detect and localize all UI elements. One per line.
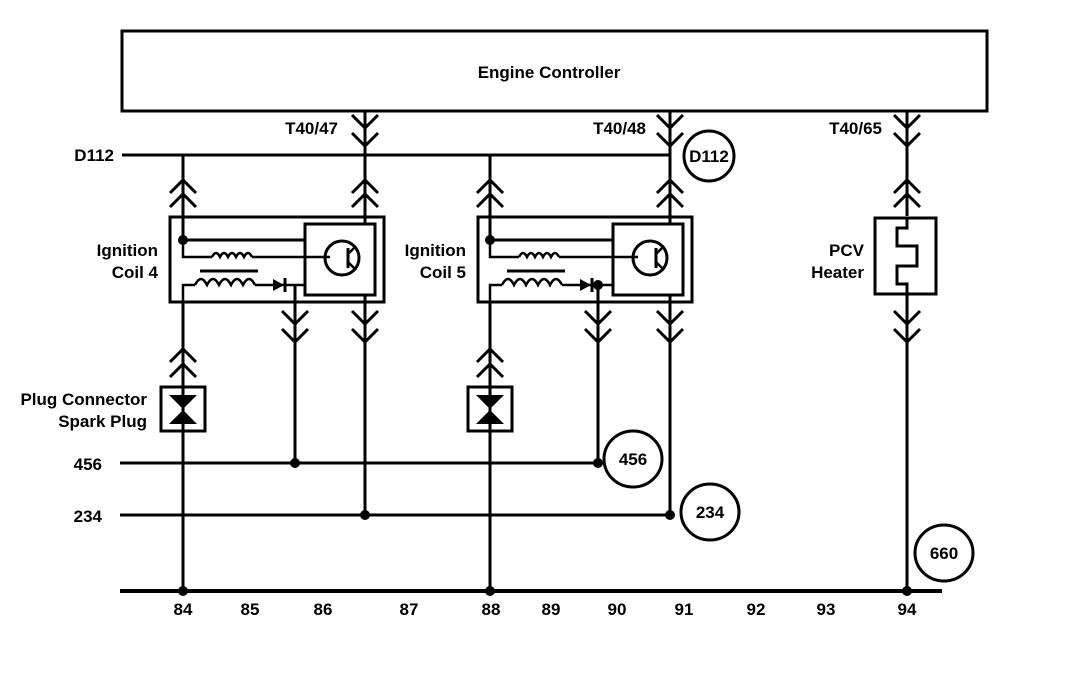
grid-number: 90 [608, 600, 627, 619]
coil4-label-line2: Coil 4 [112, 263, 159, 282]
pcv-heater [873, 216, 938, 296]
connector-t40-48-label: T40/48 [593, 119, 646, 138]
grid-number: 89 [542, 600, 561, 619]
pcv-ground-connector [892, 294, 922, 591]
pcv-label-line1: PCV [829, 241, 865, 260]
coil5-456-connector [583, 302, 613, 463]
coil5-plug-connector [466, 302, 514, 591]
svg-text:D112: D112 [689, 147, 729, 166]
connector-t40-47 [350, 111, 380, 216]
bus-d112-label: D112 [74, 146, 114, 165]
grid-number: 85 [241, 600, 260, 619]
junction-dots [178, 458, 912, 596]
connector-t40-65-label: T40/65 [829, 119, 882, 138]
svg-text:234: 234 [696, 503, 725, 522]
grid-number: 84 [174, 600, 193, 619]
grid-number: 86 [314, 600, 333, 619]
connector-t40-48 [655, 111, 685, 216]
coil4-d112-feed [168, 155, 198, 240]
coil4-234-connector [350, 302, 380, 515]
engine-controller: Engine Controller [120, 29, 989, 113]
grid-number: 91 [675, 600, 694, 619]
coil5-label-line1: Ignition [405, 241, 466, 260]
plug-label-line2: Spark Plug [58, 412, 147, 431]
coil4-plug-connector [159, 302, 207, 591]
bus-456-label: 456 [74, 455, 102, 474]
grid-number: 92 [747, 600, 766, 619]
svg-text:456: 456 [619, 450, 647, 469]
grid-number: 93 [817, 600, 836, 619]
grid-number: 87 [400, 600, 419, 619]
bus-234-label: 234 [74, 507, 103, 526]
svg-text:660: 660 [930, 544, 958, 563]
connector-t40-65 [892, 111, 922, 216]
coil4-label-line1: Ignition [97, 241, 158, 260]
grid-numbers: 84 85 86 87 88 89 90 91 92 93 94 [174, 600, 917, 619]
engine-controller-label: Engine Controller [478, 63, 621, 82]
coil5-d112-feed [475, 155, 505, 240]
plug-label-line1: Plug Connector [20, 390, 147, 409]
ref-234: 234 [679, 482, 741, 542]
grid-number: 94 [898, 600, 917, 619]
ref-456: 456 [602, 429, 664, 489]
ref-660: 660 [913, 523, 975, 583]
coil5-234-connector [655, 302, 685, 515]
coil4-456-connector [280, 302, 310, 463]
coil5-label-line2: Coil 5 [420, 263, 466, 282]
ignition-coil-4 [168, 215, 386, 304]
grid-number: 88 [482, 600, 501, 619]
pcv-label-line2: Heater [811, 263, 864, 282]
ignition-coil-5 [476, 215, 694, 304]
connector-t40-47-label: T40/47 [285, 119, 338, 138]
ref-d112: D112 [682, 129, 736, 183]
